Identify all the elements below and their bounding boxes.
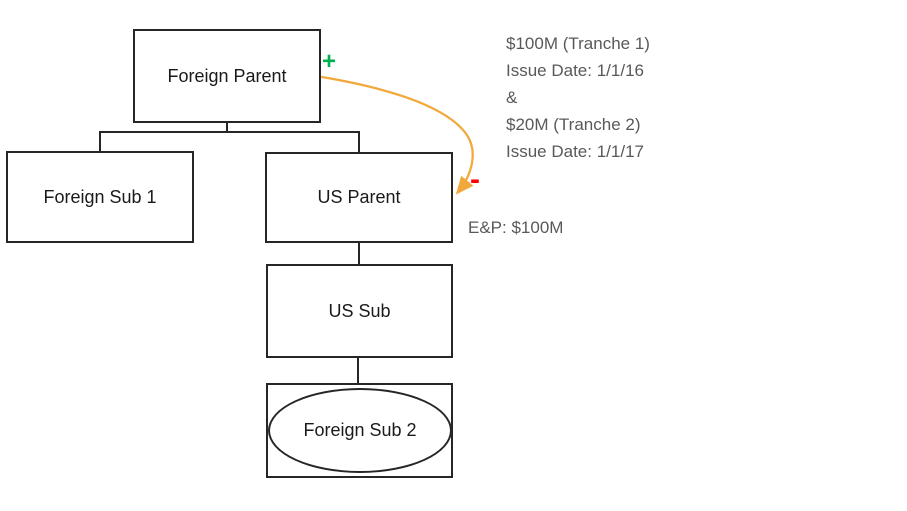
node-us-sub-label: US Sub bbox=[328, 300, 391, 321]
foreign-sub-2-ellipse: Foreign Sub 2 bbox=[268, 388, 452, 473]
tranche-note-line-1: $100M (Tranche 1) bbox=[506, 34, 650, 53]
tranche-note-line-3: & bbox=[506, 88, 518, 107]
node-foreign-sub-1: Foreign Sub 1 bbox=[6, 151, 194, 243]
node-us-sub: US Sub bbox=[266, 264, 453, 358]
ep-note: E&P: $100M bbox=[468, 218, 564, 237]
tranche-note-line-4: $20M (Tranche 2) bbox=[506, 115, 641, 134]
node-foreign-sub-2-label: Foreign Sub 2 bbox=[303, 420, 417, 440]
node-foreign-parent-label: Foreign Parent bbox=[167, 65, 287, 86]
node-foreign-sub-1-label: Foreign Sub 1 bbox=[43, 186, 157, 207]
tranche-note: $100M (Tranche 1) Issue Date: 1/1/16 & $… bbox=[506, 30, 650, 165]
node-us-parent-label: US Parent bbox=[317, 187, 401, 207]
node-us-parent: US Parent bbox=[265, 152, 453, 243]
node-foreign-parent: Foreign Parent bbox=[133, 29, 321, 123]
plus-marker: + bbox=[322, 48, 337, 75]
tranche-note-line-2: Issue Date: 1/1/16 bbox=[506, 61, 644, 80]
node-foreign-sub-2: Foreign Sub 2 bbox=[266, 383, 453, 478]
minus-marker: - bbox=[470, 163, 480, 196]
tranche-note-line-5: Issue Date: 1/1/17 bbox=[506, 142, 644, 161]
